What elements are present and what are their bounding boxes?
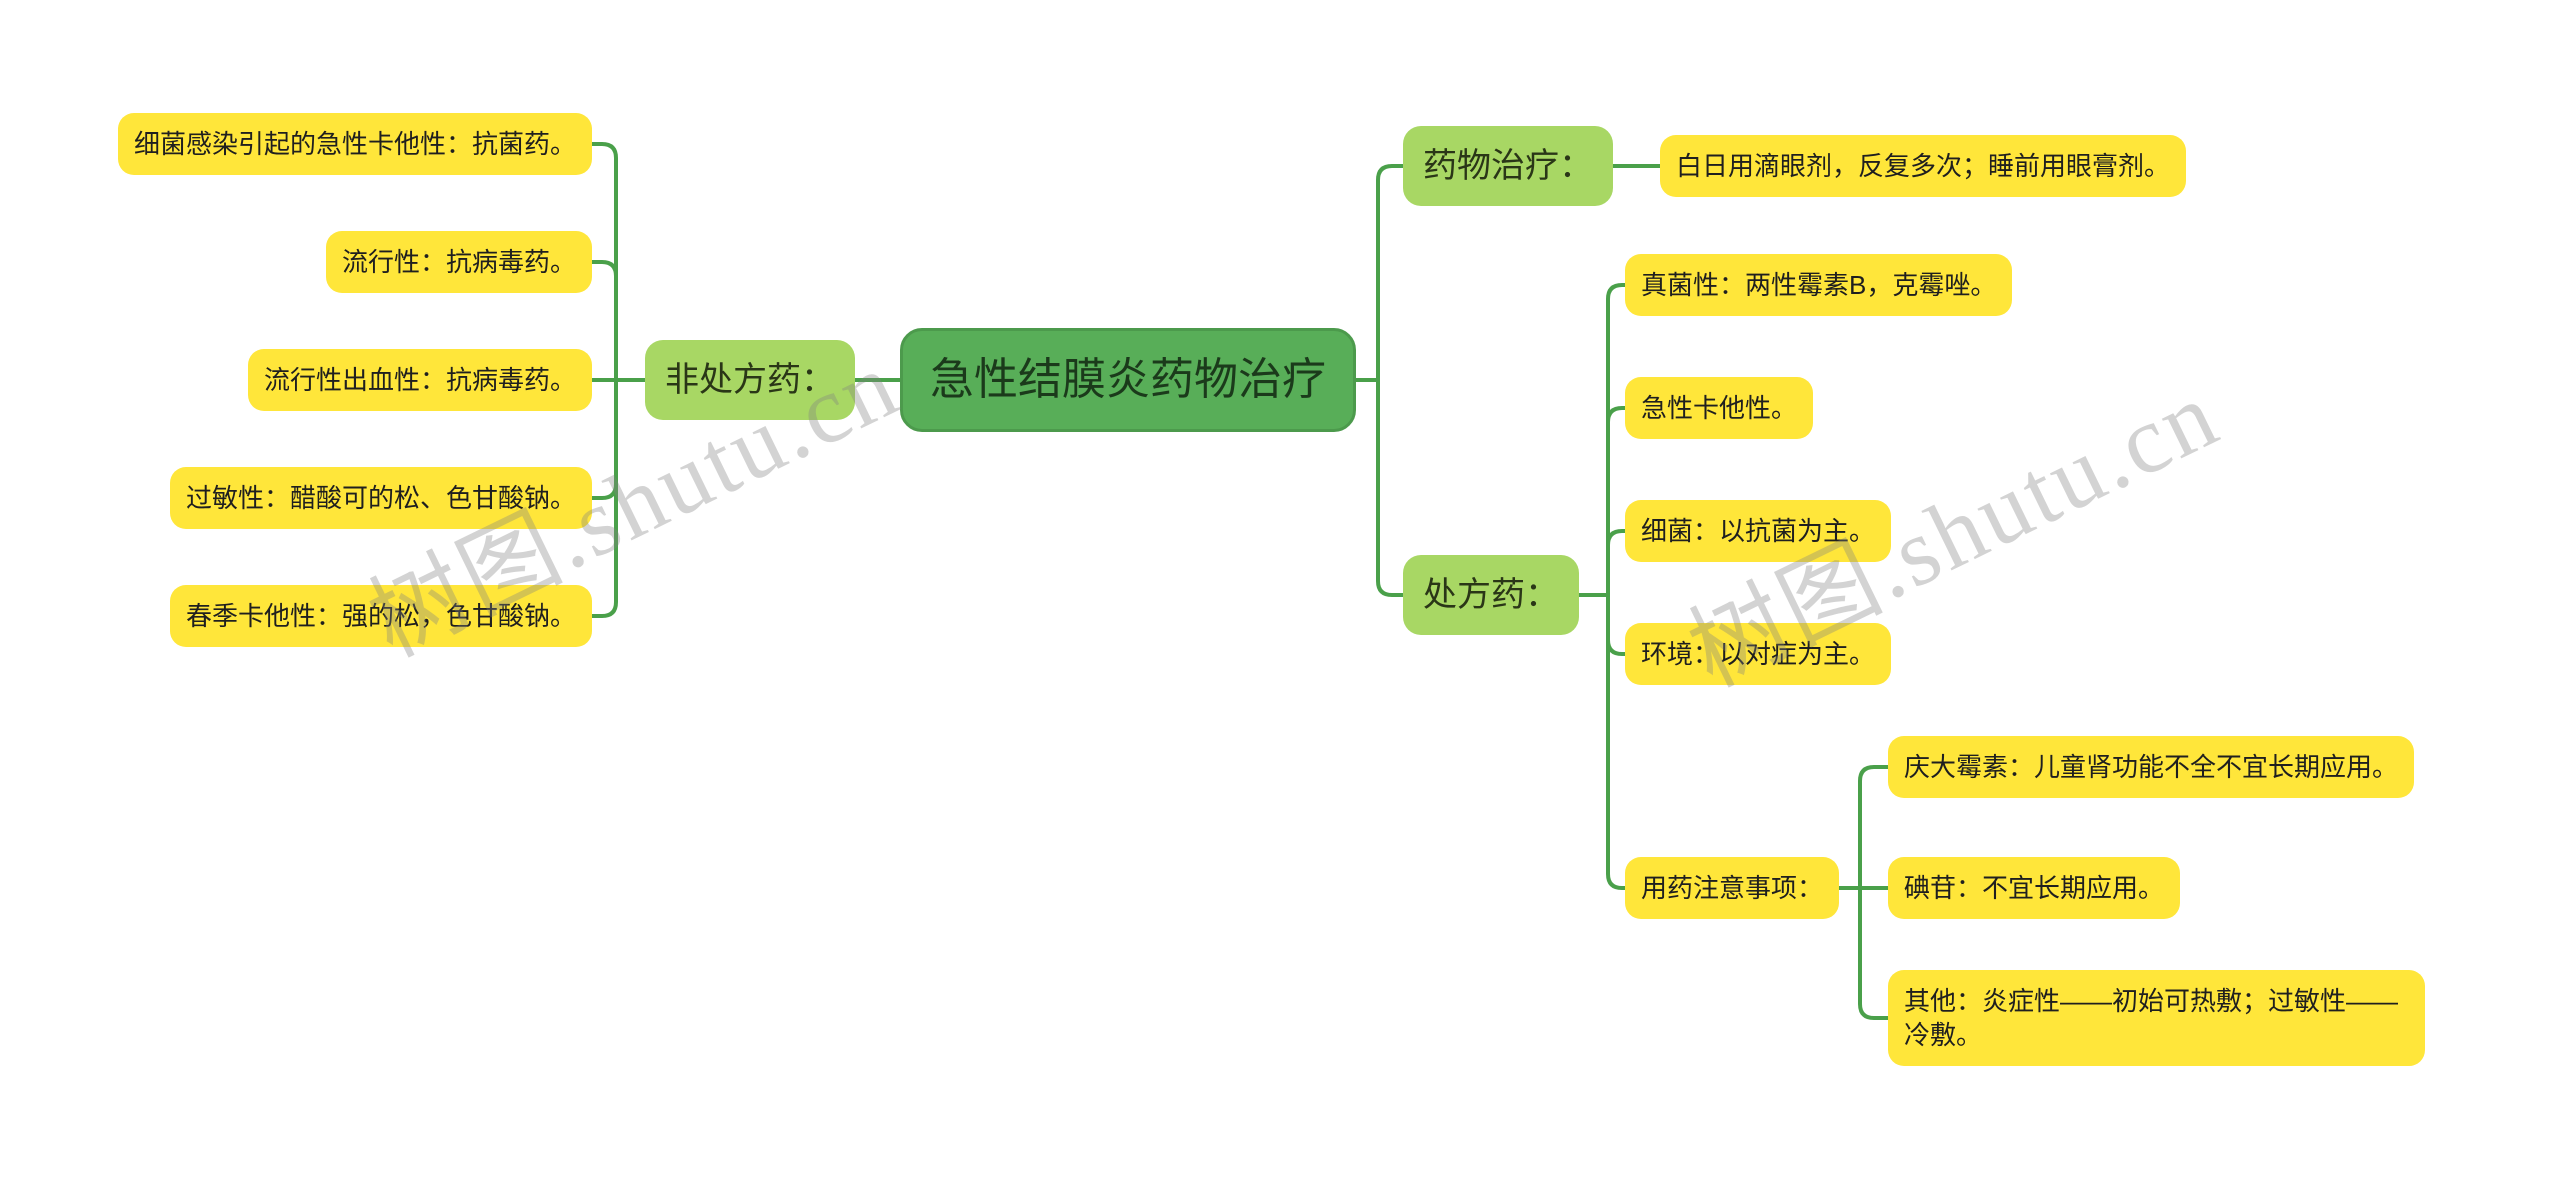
leaf-notes-gentamicin[interactable]: 庆大霉素：儿童肾功能不全不宜长期应用。 [1888, 736, 2415, 798]
connector-notes-child-1 [1858, 765, 1922, 890]
leaf-rx-bacteria[interactable]: 细菌：以抗菌为主。 [1625, 500, 1892, 562]
connector-rx-child-1 [1606, 283, 1667, 597]
leaf-rx-environment[interactable]: 环境：以对症为主。 [1625, 623, 1892, 685]
leaf-notes-other[interactable]: 其他：炎症性——初始可热敷；过敏性——冷敷。 [1888, 970, 2425, 1066]
leaf-drug-therapy-usage[interactable]: 白日用滴眼剂，反复多次；睡前用眼膏剂。 [1660, 135, 2187, 197]
leaf-otc-allergic[interactable]: 过敏性：醋酸可的松、色甘酸钠。 [169, 467, 592, 529]
branch-prescription[interactable]: 处方药： [1403, 555, 1579, 635]
leaf-rx-catarrhal[interactable]: 急性卡他性。 [1625, 377, 1814, 439]
leaf-otc-epidemic[interactable]: 流行性：抗病毒药。 [325, 231, 592, 293]
leaf-otc-bacterial[interactable]: 细菌感染引起的急性卡他性：抗菌药。 [117, 113, 592, 175]
connector-rx-notes [1606, 593, 1667, 890]
connector-rx-child-3 [1606, 529, 1667, 597]
connector-rx-child-2 [1606, 406, 1667, 597]
branch-otc[interactable]: 非处方药： [645, 340, 855, 420]
branch-drug-therapy[interactable]: 药物治疗： [1403, 126, 1613, 206]
connector-otc-child-1 [554, 142, 618, 382]
connector-otc-child-2 [554, 260, 618, 382]
leaf-notes-idoxuridine[interactable]: 碘苷：不宜长期应用。 [1888, 857, 2181, 919]
leaf-medication-notes[interactable]: 用药注意事项： [1625, 857, 1840, 919]
connector-prescription [1376, 378, 1442, 597]
leaf-rx-fungal[interactable]: 真菌性：两性霉素B，克霉唑。 [1625, 254, 2013, 316]
root-node[interactable]: 急性结膜炎药物治疗 [900, 328, 1356, 432]
leaf-otc-hemorrhagic[interactable]: 流行性出血性：抗病毒药。 [247, 349, 592, 411]
leaf-otc-vernal[interactable]: 春季卡他性：强的松，色甘酸钠。 [169, 585, 592, 647]
connector-drug-therapy [1376, 164, 1442, 382]
connector-otc-child-5 [554, 378, 618, 618]
connector-notes-child-3 [1858, 886, 1922, 1020]
